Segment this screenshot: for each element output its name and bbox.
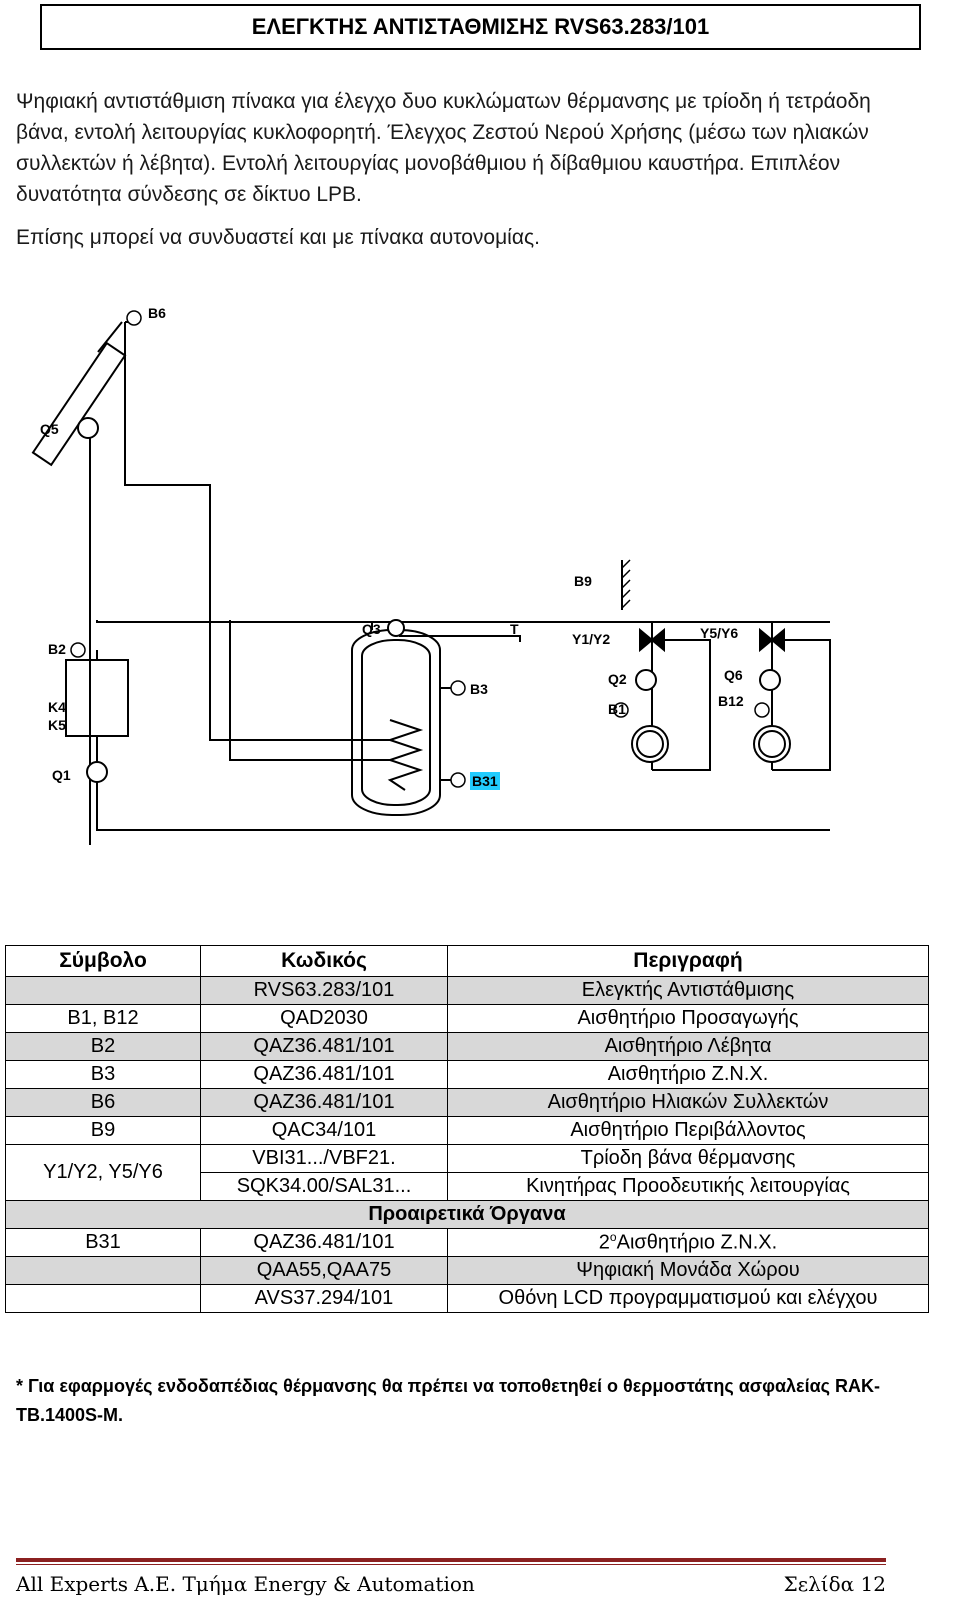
sensor-b12 <box>754 702 770 718</box>
label-t-outlet: T <box>510 621 519 637</box>
optional-section-title: Προαιρετικά Όργανα <box>5 1200 929 1229</box>
description-cell: Αισθητήριο Περιβάλλοντος <box>447 1116 929 1145</box>
symbol-cell <box>5 976 201 1005</box>
symbol-cell: B9 <box>5 1116 201 1145</box>
description-cell: Αισθητήριο Προσαγωγής <box>447 1004 929 1033</box>
sensor-b3 <box>450 680 466 696</box>
footer-company: All Experts Α.Ε. Τμήμα Energy & Automati… <box>16 1572 475 1596</box>
pump-q5 <box>77 417 99 439</box>
table-row: B3 QAZ36.481/101 Αισθητήριο Ζ.Ν.Χ. <box>5 1060 929 1089</box>
description-cell: Κινητήρας Προοδευτικής λειτουργίας <box>447 1172 929 1201</box>
label-b12: B12 <box>718 693 744 709</box>
boiler <box>65 659 129 737</box>
intro-paragraph-2: Επίσης μπορεί να συνδυαστεί και με πίνακ… <box>16 226 540 249</box>
code-cell: QAZ36.481/101 <box>200 1228 448 1257</box>
label-q3: Q3 <box>362 621 381 637</box>
label-y5y6: Y5/Y6 <box>700 625 738 641</box>
sensor-b6 <box>126 310 142 326</box>
code-cell: VBI31.../VBF21. <box>200 1144 448 1173</box>
b31-highlight <box>470 772 500 790</box>
code-cell: SQK34.00/SAL31... <box>200 1172 448 1201</box>
label-q2: Q2 <box>608 671 627 687</box>
description-text: Αισθητήριο Ζ.Ν.Χ. <box>616 1231 778 1254</box>
code-cell: QAZ36.481/101 <box>200 1032 448 1061</box>
table-row: Y1/Y2, Y5/Y6 VBI31.../VBF21. Τρίοδη βάνα… <box>5 1144 929 1201</box>
pump-q1 <box>86 761 108 783</box>
label-b1: B1 <box>608 701 626 717</box>
valve-y5y6 <box>759 627 774 653</box>
page-number: Σελίδα 12 <box>783 1572 886 1596</box>
label-b9: B9 <box>574 573 592 589</box>
footer: All Experts Α.Ε. Τμήμα Energy & Automati… <box>16 1572 886 1596</box>
symbol-cell: B2 <box>5 1032 201 1061</box>
header-symbol: Σύμβολο <box>5 945 201 977</box>
label-b3: B3 <box>470 681 488 697</box>
description-cell: Ελεγκτής Αντιστάθμισης <box>447 976 929 1005</box>
symbol-cell <box>5 1284 201 1313</box>
symbol-cell: B3 <box>5 1060 201 1089</box>
code-cell: QAC34/101 <box>200 1116 448 1145</box>
label-b31: B31 <box>472 773 498 789</box>
table-row: B1, B12 QAD2030 Αισθητήριο Προσαγωγής <box>5 1004 929 1033</box>
description-cell: Αισθητήριο Ζ.Ν.Χ. <box>447 1060 929 1089</box>
intro-paragraph-1: Ψηφιακή αντιστάθμιση πίνακα για έλεγχο δ… <box>16 90 871 206</box>
footer-rule-thin <box>16 1564 886 1565</box>
description-cell: Οθόνη LCD προγραμματισμού και ελέγχου <box>447 1284 929 1313</box>
table-row: QAA55,QAA75 Ψηφιακή Μονάδα Χώρου <box>5 1256 929 1285</box>
intro-text: Ψηφιακή αντιστάθμιση πίνακα για έλεγχο δ… <box>16 86 916 253</box>
label-q1: Q1 <box>52 767 71 783</box>
pump-q2 <box>635 669 657 691</box>
label-q5: Q5 <box>40 421 59 437</box>
description-cell: Τρίοδη βάνα θέρμανσης <box>447 1144 929 1173</box>
description-cell: 2οΑισθητήριο Ζ.Ν.Χ. <box>447 1228 929 1257</box>
valve-y1y2 <box>639 627 654 653</box>
code-cell: QAZ36.481/101 <box>200 1060 448 1089</box>
sensor-b31 <box>450 772 466 788</box>
label-b6: B6 <box>148 305 166 321</box>
code-cell: QAZ36.481/101 <box>200 1088 448 1117</box>
table-header-row: Σύμβολο Κωδικός Περιγραφή <box>5 945 929 977</box>
symbol-cell: Y1/Y2, Y5/Y6 <box>5 1144 201 1201</box>
pump-q6 <box>759 669 781 691</box>
symbol-cell <box>5 1256 201 1285</box>
label-y1y2: Y1/Y2 <box>572 631 610 647</box>
label-b2: B2 <box>48 641 66 657</box>
table-row: RVS63.283/101 Ελεγκτής Αντιστάθμισης <box>5 976 929 1005</box>
title-box: ΕΛΕΓΚΤΗΣ ΑΝΤΙΣΤΑΘΜΙΣΗΣ RVS63.283/101 <box>40 4 921 50</box>
label-k5: K5 <box>48 717 66 733</box>
description-cell: Ψηφιακή Μονάδα Χώρου <box>447 1256 929 1285</box>
table-row: AVS37.294/101 Οθόνη LCD προγραμματισμού … <box>5 1284 929 1313</box>
table-row: B2 QAZ36.481/101 Αισθητήριο Λέβητα <box>5 1032 929 1061</box>
symbol-cell: B31 <box>5 1228 201 1257</box>
code-cell: AVS37.294/101 <box>200 1284 448 1313</box>
parts-table: Σύμβολο Κωδικός Περιγραφή RVS63.283/101 … <box>5 945 929 1313</box>
code-cell: QAA55,QAA75 <box>200 1256 448 1285</box>
ordinal-number: 2 <box>598 1231 610 1254</box>
optional-section-row: Προαιρετικά Όργανα <box>5 1200 929 1229</box>
table-row: B31 QAZ36.481/101 2οΑισθητήριο Ζ.Ν.Χ. <box>5 1228 929 1257</box>
table-row: SQK34.00/SAL31... Κινητήρας Προοδευτικής… <box>6 1172 929 1201</box>
code-cell: RVS63.283/101 <box>200 976 448 1005</box>
label-k4: K4 <box>48 699 66 715</box>
ordinal-suffix: ο <box>609 1230 617 1245</box>
safety-note: * Για εφαρμογές ενδοδαπέδιας θέρμανσης θ… <box>16 1376 880 1425</box>
sensor-b1 <box>613 702 629 718</box>
pump-q3 <box>387 619 405 637</box>
page-title: ΕΛΕΓΚΤΗΣ ΑΝΤΙΣΤΑΘΜΙΣΗΣ RVS63.283/101 <box>251 14 710 39</box>
description-cell: Αισθητήριο Λέβητα <box>447 1032 929 1061</box>
footer-rule <box>16 1558 886 1562</box>
description-cell: Αισθητήριο Ηλιακών Συλλεκτών <box>447 1088 929 1117</box>
symbol-cell: B6 <box>5 1088 201 1117</box>
sensor-b2 <box>70 642 86 658</box>
solar-collector <box>31 341 127 467</box>
tank-coil <box>386 719 424 791</box>
symbol-cell: B1, B12 <box>5 1004 201 1033</box>
table-row: B6 QAZ36.481/101 Αισθητήριο Ηλιακών Συλλ… <box>5 1088 929 1117</box>
table-row: B9 QAC34/101 Αισθητήριο Περιβάλλοντος <box>5 1116 929 1145</box>
hydraulic-diagram: B6 Q5 B9 B2 K4 K5 Q1 Q3 T B3 B31 Y1/Y2 Q… <box>31 305 831 845</box>
header-description: Περιγραφή <box>447 945 929 977</box>
label-q6: Q6 <box>724 667 743 683</box>
code-cell: QAD2030 <box>200 1004 448 1033</box>
header-code: Κωδικός <box>200 945 448 977</box>
